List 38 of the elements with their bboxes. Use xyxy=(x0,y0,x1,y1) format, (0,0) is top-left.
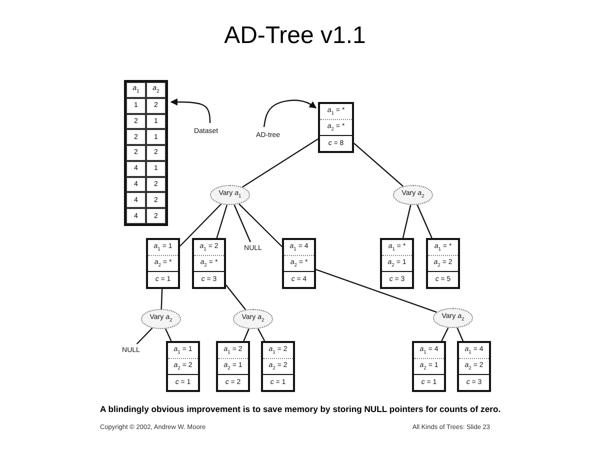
tree-link xyxy=(243,328,250,342)
tree-link xyxy=(416,204,432,238)
tree-node-box xyxy=(457,341,491,392)
tree-link xyxy=(160,288,163,310)
tree-link xyxy=(234,204,251,242)
curved-arrow xyxy=(263,100,317,128)
tree-link xyxy=(164,328,172,342)
caption: A blindingly obvious improvement is to save memory by storing NULL pointers for counts of zero. xyxy=(100,404,501,414)
tree-node-box xyxy=(318,102,354,153)
tree-link xyxy=(441,327,449,342)
tree-link xyxy=(242,138,318,188)
tree-node-box xyxy=(261,341,295,392)
vary-node-ellipse xyxy=(233,309,273,329)
tree-node-box xyxy=(192,238,226,289)
vary-node-ellipse xyxy=(433,308,473,328)
curved-arrow xyxy=(170,98,211,123)
tree-link xyxy=(456,328,464,342)
title: AD-Tree v1.1 xyxy=(223,22,367,50)
tree-node-box xyxy=(166,341,200,392)
tree-node-box xyxy=(216,341,250,392)
vary-node-ellipse xyxy=(210,185,250,205)
tree-link xyxy=(216,204,228,238)
tree-node-box xyxy=(412,341,446,392)
tree-node-box xyxy=(380,238,414,289)
data-table xyxy=(124,80,168,226)
tree-node-box xyxy=(282,238,316,289)
tree-link xyxy=(238,204,282,248)
tree-link xyxy=(354,142,404,187)
vary-node-ellipse xyxy=(141,309,181,329)
vary-node-ellipse xyxy=(393,185,433,205)
tree-link xyxy=(402,204,412,238)
tree-node-box xyxy=(146,238,180,289)
tree-link xyxy=(226,284,246,310)
tree-link xyxy=(316,268,437,313)
tree-link xyxy=(136,328,153,344)
tree-link xyxy=(258,328,266,342)
tree-node-box xyxy=(426,238,460,289)
tree-link xyxy=(180,204,222,247)
